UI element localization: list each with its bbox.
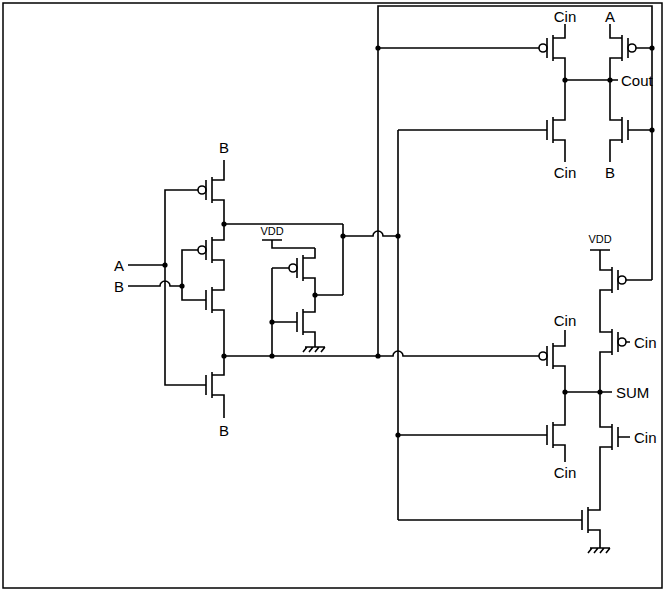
supply-label: VDD	[588, 234, 611, 245]
pmos-transistor	[535, 28, 565, 68]
nmos-transistor	[535, 110, 565, 150]
output-label: SUM	[616, 385, 649, 400]
signal-label: Cin	[634, 430, 657, 445]
pmos-transistor	[600, 260, 630, 300]
supply-label: VDD	[260, 226, 283, 237]
frame	[3, 3, 662, 588]
signal-label: B	[219, 423, 229, 438]
nmos-transistor	[194, 365, 224, 405]
nmos-transistor	[535, 415, 565, 455]
output-label: Cout	[621, 73, 653, 88]
signal-label: B	[219, 140, 229, 155]
nmos-transistor	[285, 302, 315, 342]
ground-symbol	[588, 548, 610, 553]
pmos-transistor	[285, 248, 315, 288]
signal-label: B	[114, 279, 124, 294]
signal-label: Cin	[554, 465, 577, 480]
signal-label: Cin	[554, 313, 577, 328]
signal-label: Cin	[554, 165, 577, 180]
signal-label: B	[605, 165, 615, 180]
signal-label: A	[114, 258, 124, 273]
signal-label: Cin	[634, 335, 657, 350]
signal-label: Cin	[554, 9, 577, 24]
wire	[262, 224, 343, 356]
pmos-transistor	[194, 170, 224, 210]
nmos-transistor	[194, 280, 224, 320]
nmos-transistor	[610, 110, 640, 150]
wire	[224, 160, 343, 418]
transistors	[194, 28, 640, 540]
ground-symbol	[303, 342, 325, 352]
wire	[343, 130, 398, 520]
wire	[128, 190, 194, 385]
junction-dots	[162, 45, 654, 437]
pmos-transistor	[610, 28, 640, 68]
wire	[398, 330, 612, 462]
wire	[398, 24, 652, 162]
pmos-transistor	[194, 230, 224, 270]
nmos-transistor	[570, 500, 600, 540]
pmos-transistor	[535, 336, 565, 376]
wire	[378, 6, 652, 356]
wires	[128, 6, 652, 553]
signal-label: A	[605, 9, 615, 24]
nmos-transistor	[600, 417, 630, 457]
pmos-transistor	[600, 322, 630, 362]
wire	[398, 250, 652, 548]
